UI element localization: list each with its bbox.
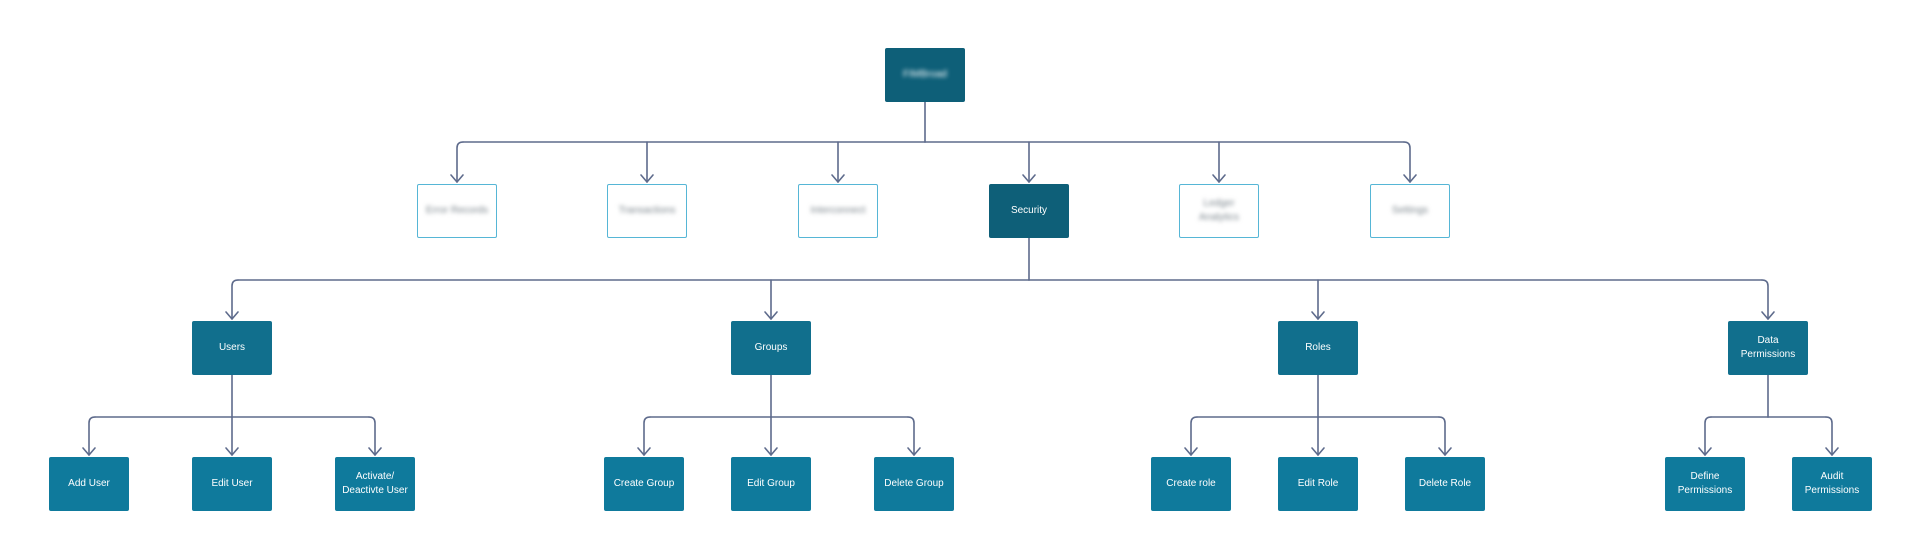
connector-arrow xyxy=(1761,311,1775,320)
connector-junction xyxy=(924,141,926,143)
node-create-group-label: Create Group xyxy=(613,478,675,489)
connector-branch xyxy=(1704,416,1712,456)
connector-arrow xyxy=(1825,447,1839,456)
node-settings[interactable]: Settings xyxy=(1370,184,1450,238)
connector-branch xyxy=(368,416,376,456)
connector-junction xyxy=(770,416,772,418)
node-activate-deactivate-user-label: Activate/ Deactivte User xyxy=(342,471,408,496)
node-groups-label: Groups xyxy=(754,342,788,353)
connector-arrow xyxy=(1184,447,1198,456)
node-users-label: Users xyxy=(218,342,246,353)
connector-arrow xyxy=(1698,447,1712,456)
connector-branch xyxy=(1438,416,1446,456)
connector-arrow xyxy=(1022,174,1036,183)
node-transactions[interactable]: Transactions xyxy=(607,184,687,238)
node-audit-permissions[interactable]: Audit Permissions xyxy=(1792,457,1872,511)
connector-arrow xyxy=(831,174,845,183)
node-data-permissions[interactable]: Data Permissions xyxy=(1728,321,1808,375)
connector-arrow xyxy=(1212,174,1226,183)
node-add-user-label: Add User xyxy=(68,478,110,489)
node-edit-user-label: Edit User xyxy=(211,478,253,489)
node-edit-role[interactable]: Edit Role xyxy=(1278,457,1358,511)
connector-arrow xyxy=(225,311,239,320)
node-create-role[interactable]: Create role xyxy=(1151,457,1231,511)
connector-branch xyxy=(88,416,96,456)
connector-arrow xyxy=(764,311,778,320)
connector-arrow xyxy=(637,447,651,456)
connector-arrow xyxy=(1438,447,1452,456)
connector-arrow xyxy=(907,447,921,456)
node-error-records[interactable]: Error Records xyxy=(417,184,497,238)
connector-arrow xyxy=(82,447,96,456)
root-node[interactable]: FIMBroad xyxy=(885,48,965,102)
connector-arrow xyxy=(640,174,654,183)
node-groups[interactable]: Groups xyxy=(731,321,811,375)
connector-branch xyxy=(1825,416,1833,456)
node-ledger-analytics[interactable]: Ledger Analytics xyxy=(1179,184,1259,238)
node-transactions-label: Transactions xyxy=(618,205,676,216)
node-add-user[interactable]: Add User xyxy=(49,457,129,511)
node-activate-deactivate-user[interactable]: Activate/ Deactivte User xyxy=(335,457,415,511)
connector-junction xyxy=(1028,279,1030,281)
node-data-permissions-label: Data Permissions xyxy=(1740,335,1796,360)
node-edit-role-label: Edit Role xyxy=(1297,478,1339,489)
node-delete-role-label: Delete Role xyxy=(1418,478,1472,489)
connector-junction xyxy=(1317,416,1319,418)
connector-arrow xyxy=(1311,311,1325,320)
connector-branch xyxy=(456,141,464,183)
node-security[interactable]: Security xyxy=(989,184,1069,238)
connector-junction xyxy=(1767,416,1769,418)
connector-arrow xyxy=(225,447,239,456)
node-ledger-analytics-label: Ledger Analytics xyxy=(1198,198,1239,223)
connector-arrow xyxy=(764,447,778,456)
connector-branch xyxy=(1190,416,1198,456)
node-delete-group-label: Delete Group xyxy=(884,478,944,489)
connector-branch xyxy=(907,416,915,456)
connector-arrow xyxy=(450,174,464,183)
node-roles-label: Roles xyxy=(1305,342,1331,353)
node-delete-role[interactable]: Delete Role xyxy=(1405,457,1485,511)
connector-junction xyxy=(231,416,233,418)
connector-branch xyxy=(1403,141,1411,183)
node-settings-label: Settings xyxy=(1391,205,1429,216)
connector-arrow xyxy=(368,447,382,456)
node-interconnect[interactable]: Interconnect xyxy=(798,184,878,238)
node-edit-user[interactable]: Edit User xyxy=(192,457,272,511)
node-create-role-label: Create role xyxy=(1166,478,1216,489)
node-error-records-label: Error Records xyxy=(425,205,489,216)
node-audit-permissions-label: Audit Permissions xyxy=(1804,471,1860,496)
node-define-permissions-label: Define Permissions xyxy=(1677,471,1733,496)
root-node-label: FIMBroad xyxy=(903,69,947,80)
connector-branch xyxy=(231,279,239,320)
node-define-permissions[interactable]: Define Permissions xyxy=(1665,457,1745,511)
node-users[interactable]: Users xyxy=(192,321,272,375)
node-roles[interactable]: Roles xyxy=(1278,321,1358,375)
connector-arrow xyxy=(1311,447,1325,456)
node-edit-group[interactable]: Edit Group xyxy=(731,457,811,511)
connector-arrow xyxy=(1403,174,1417,183)
connector-branch xyxy=(643,416,651,456)
connector-branch xyxy=(1761,279,1769,320)
node-edit-group-label: Edit Group xyxy=(747,478,795,489)
node-create-group[interactable]: Create Group xyxy=(604,457,684,511)
node-security-label: Security xyxy=(1010,205,1048,216)
node-interconnect-label: Interconnect xyxy=(810,205,866,216)
node-delete-group[interactable]: Delete Group xyxy=(874,457,954,511)
